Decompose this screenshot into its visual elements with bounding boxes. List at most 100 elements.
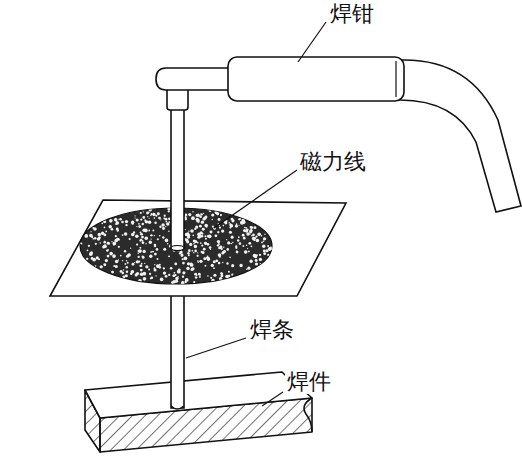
filing-speck	[103, 234, 106, 237]
filing-speck	[250, 245, 252, 247]
filing-speck	[261, 235, 263, 237]
filing-speck	[230, 224, 234, 228]
filing-speck	[260, 263, 262, 265]
filing-speck	[190, 263, 194, 267]
filing-speck	[228, 271, 230, 273]
filing-speck	[203, 213, 204, 214]
filing-speck	[163, 248, 166, 251]
filing-speck	[80, 242, 82, 244]
filing-speck	[154, 221, 156, 223]
filing-speck	[118, 259, 119, 260]
filing-speck	[211, 213, 214, 216]
filing-speck	[209, 209, 212, 212]
filing-speck	[136, 272, 139, 275]
filing-speck	[103, 263, 106, 266]
filing-speck	[193, 281, 195, 283]
filing-speck	[109, 219, 113, 223]
filing-speck	[269, 247, 272, 250]
filing-speck	[188, 213, 191, 216]
part-label: 焊钳	[328, 2, 376, 26]
filing-speck	[192, 211, 193, 212]
filing-speck	[226, 262, 228, 264]
filing-speck	[168, 210, 170, 212]
filing-speck	[204, 224, 208, 228]
filing-speck	[95, 243, 97, 245]
filing-speck	[205, 238, 207, 240]
filing-speck	[236, 251, 239, 254]
filing-speck	[86, 258, 88, 260]
filing-speck	[154, 235, 155, 236]
filing-speck	[232, 242, 233, 243]
filing-speck	[155, 215, 157, 217]
filing-speck	[168, 255, 170, 257]
filing-speck	[160, 219, 161, 220]
filing-speck	[122, 276, 125, 279]
filing-speck	[249, 230, 252, 233]
filing-speck	[145, 243, 146, 244]
filing-speck	[256, 239, 260, 243]
filing-speck	[230, 243, 232, 245]
filing-speck	[106, 249, 109, 252]
filing-speck	[207, 236, 209, 238]
filing-speck	[181, 253, 183, 255]
filing-speck	[229, 257, 231, 259]
filing-speck	[93, 227, 97, 231]
filing-speck	[140, 218, 142, 220]
filing-speck	[242, 234, 244, 236]
filing-speck	[111, 271, 114, 274]
filing-speck	[194, 245, 197, 248]
filing-speck	[159, 235, 161, 237]
filing-speck	[139, 239, 141, 241]
filing-speck	[182, 271, 185, 274]
filing-speck	[144, 229, 148, 233]
filing-speck	[201, 222, 203, 224]
filing-speck	[115, 265, 118, 268]
filing-speck	[165, 226, 166, 227]
filing-speck	[250, 229, 253, 232]
filing-speck	[264, 234, 265, 235]
filing-speck	[187, 252, 189, 254]
filing-speck	[177, 276, 178, 277]
filing-speck	[143, 277, 147, 281]
filing-speck	[125, 220, 128, 223]
filing-speck	[152, 230, 154, 232]
filing-speck	[182, 276, 184, 278]
filing-speck	[226, 239, 227, 240]
filing-speck	[132, 263, 135, 266]
filing-speck	[244, 250, 248, 254]
filing-speck	[166, 222, 169, 225]
filing-speck	[196, 213, 200, 217]
filing-speck	[140, 269, 143, 272]
filing-speck	[205, 216, 208, 219]
filing-speck	[145, 220, 148, 223]
filing-speck	[198, 273, 201, 276]
filing-speck	[99, 242, 101, 244]
filing-speck	[144, 263, 145, 264]
filing-speck	[124, 232, 128, 236]
filing-speck	[246, 245, 248, 247]
filing-speck	[87, 249, 89, 251]
filing-speck	[182, 258, 184, 260]
part-label: 焊件	[285, 370, 333, 394]
filing-speck	[204, 265, 206, 267]
filing-speck	[168, 221, 170, 223]
filing-speck	[154, 264, 155, 265]
filing-speck	[192, 250, 194, 252]
filing-speck	[217, 240, 220, 243]
filing-speck	[197, 260, 199, 262]
filing-speck	[206, 226, 207, 227]
filing-speck	[242, 245, 244, 247]
filing-speck	[120, 255, 122, 257]
filing-speck	[145, 265, 148, 268]
filing-speck	[98, 258, 100, 260]
filing-speck	[103, 245, 106, 248]
filing-speck	[203, 257, 206, 260]
filing-speck	[189, 243, 192, 246]
filing-speck	[195, 226, 198, 229]
filing-speck	[93, 238, 95, 240]
filing-speck	[159, 226, 161, 228]
filing-speck	[136, 218, 139, 221]
paper-card	[50, 200, 346, 296]
filing-speck	[165, 275, 168, 278]
filing-speck	[142, 272, 146, 276]
